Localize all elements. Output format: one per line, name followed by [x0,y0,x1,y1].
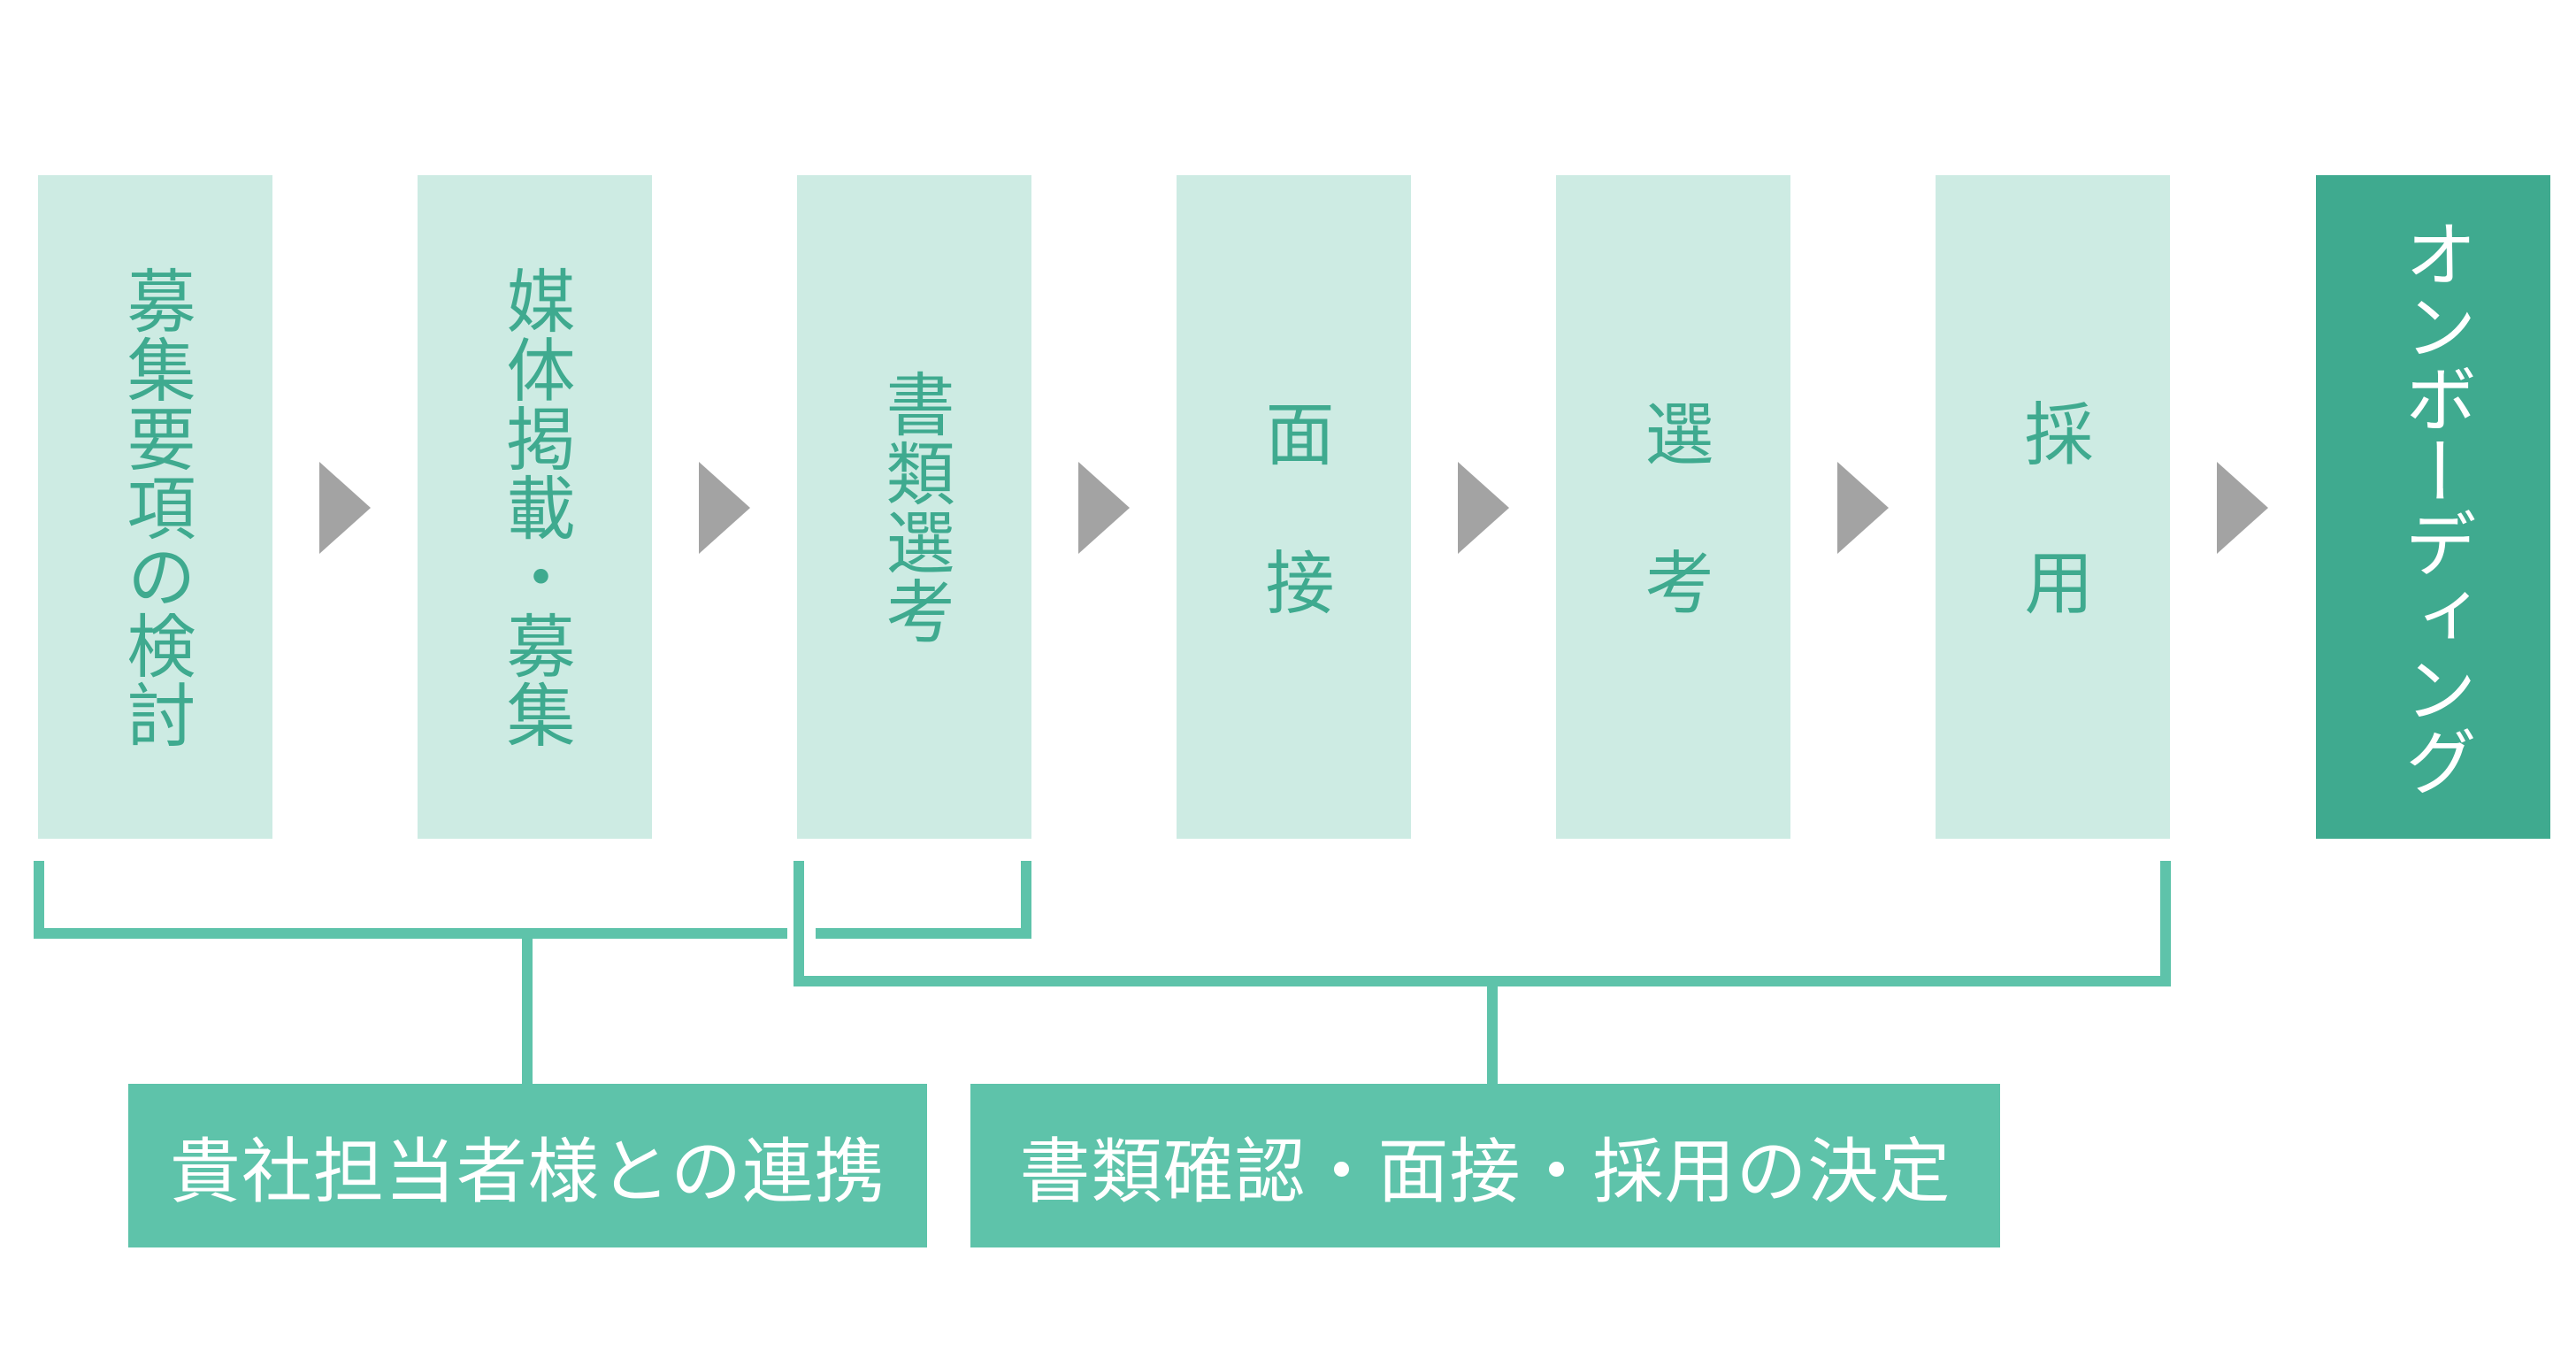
arrow-right-icon [319,462,371,554]
step-box-recruitment-requirements: 募集要項の検討 [38,175,272,839]
step-box-media-posting: 媒体掲載・募集 [418,175,652,839]
arrow-right-icon [1458,462,1509,554]
bracket-stem [1487,981,1498,1086]
info-box-client-coordination: 貴社担当者様との連携 [128,1084,927,1247]
step-label: 書類選考 [874,369,954,645]
info-label: 貴社担当者様との連携 [169,1130,886,1213]
arrow-right-icon [1078,462,1130,554]
step-label: 媒体掲載・募集 [494,265,575,748]
bracket-tick [2160,861,2171,986]
step-box-hiring: 採用 [1936,175,2170,839]
bracket-bar [34,928,787,939]
step-label: 募集要項の検討 [115,265,196,748]
step-label: 選考 [1633,398,1714,695]
bracket-bar [816,928,1031,939]
bracket-tick [1021,861,1031,939]
step-box-selection: 選考 [1556,175,1790,839]
step-box-onboarding: オンボーディング [2316,175,2550,839]
step-label: オンボーディング [2391,217,2476,797]
bracket-bar [794,976,2171,986]
bracket-tick [794,861,804,986]
arrow-right-icon [1837,462,1889,554]
step-box-interview: 面接 [1177,175,1411,839]
info-label: 書類確認・面接・採用の決定 [1019,1130,1951,1213]
bracket-tick [34,861,44,939]
arrow-right-icon [699,462,750,554]
arrow-right-icon [2217,462,2268,554]
step-label: 採用 [2012,398,2093,695]
info-box-decision: 書類確認・面接・採用の決定 [970,1084,2000,1247]
bracket-stem [522,933,533,1086]
step-label: 面接 [1254,398,1334,695]
step-box-document-screening: 書類選考 [797,175,1031,839]
